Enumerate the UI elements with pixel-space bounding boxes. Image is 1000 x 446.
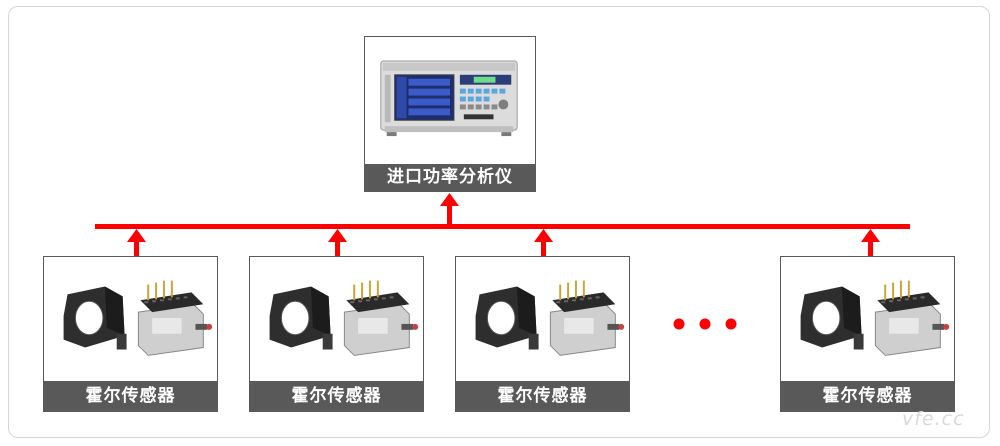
power-analyzer-image: [365, 37, 535, 164]
watermark: vfe.cc: [902, 408, 965, 430]
hall-sensor-label-4: 霍尔传感器: [781, 381, 954, 411]
hall-sensor-node-1: 霍尔传感器: [43, 256, 218, 412]
hall-sensor-ring: [63, 286, 127, 350]
hall-sensor-label-2: 霍尔传感器: [250, 381, 423, 411]
hall-sensor-ring: [800, 286, 864, 350]
hall-sensor-ring: [269, 286, 333, 350]
hall-sensor-image: [456, 257, 629, 381]
power-analyzer-label: 进口功率分析仪: [365, 164, 535, 191]
hall-sensor-module: [549, 280, 625, 356]
hall-sensor-label-1: 霍尔传感器: [44, 381, 217, 411]
hall-sensor-label-3: 霍尔传感器: [456, 381, 629, 411]
hall-sensor-ring: [475, 286, 539, 350]
hall-sensor-node-2: 霍尔传感器: [249, 256, 424, 412]
hall-sensor-node-4: 霍尔传感器: [780, 256, 955, 412]
hall-sensor-image: [250, 257, 423, 381]
hall-sensor-module: [874, 280, 950, 356]
hall-sensor-module: [137, 280, 213, 356]
hall-sensor-image: [781, 257, 954, 381]
hall-sensor-image: [44, 257, 217, 381]
hall-sensor-node-3: 霍尔传感器: [455, 256, 630, 412]
hall-sensor-module: [343, 280, 419, 356]
power-analyzer-node: 进口功率分析仪: [364, 36, 536, 192]
